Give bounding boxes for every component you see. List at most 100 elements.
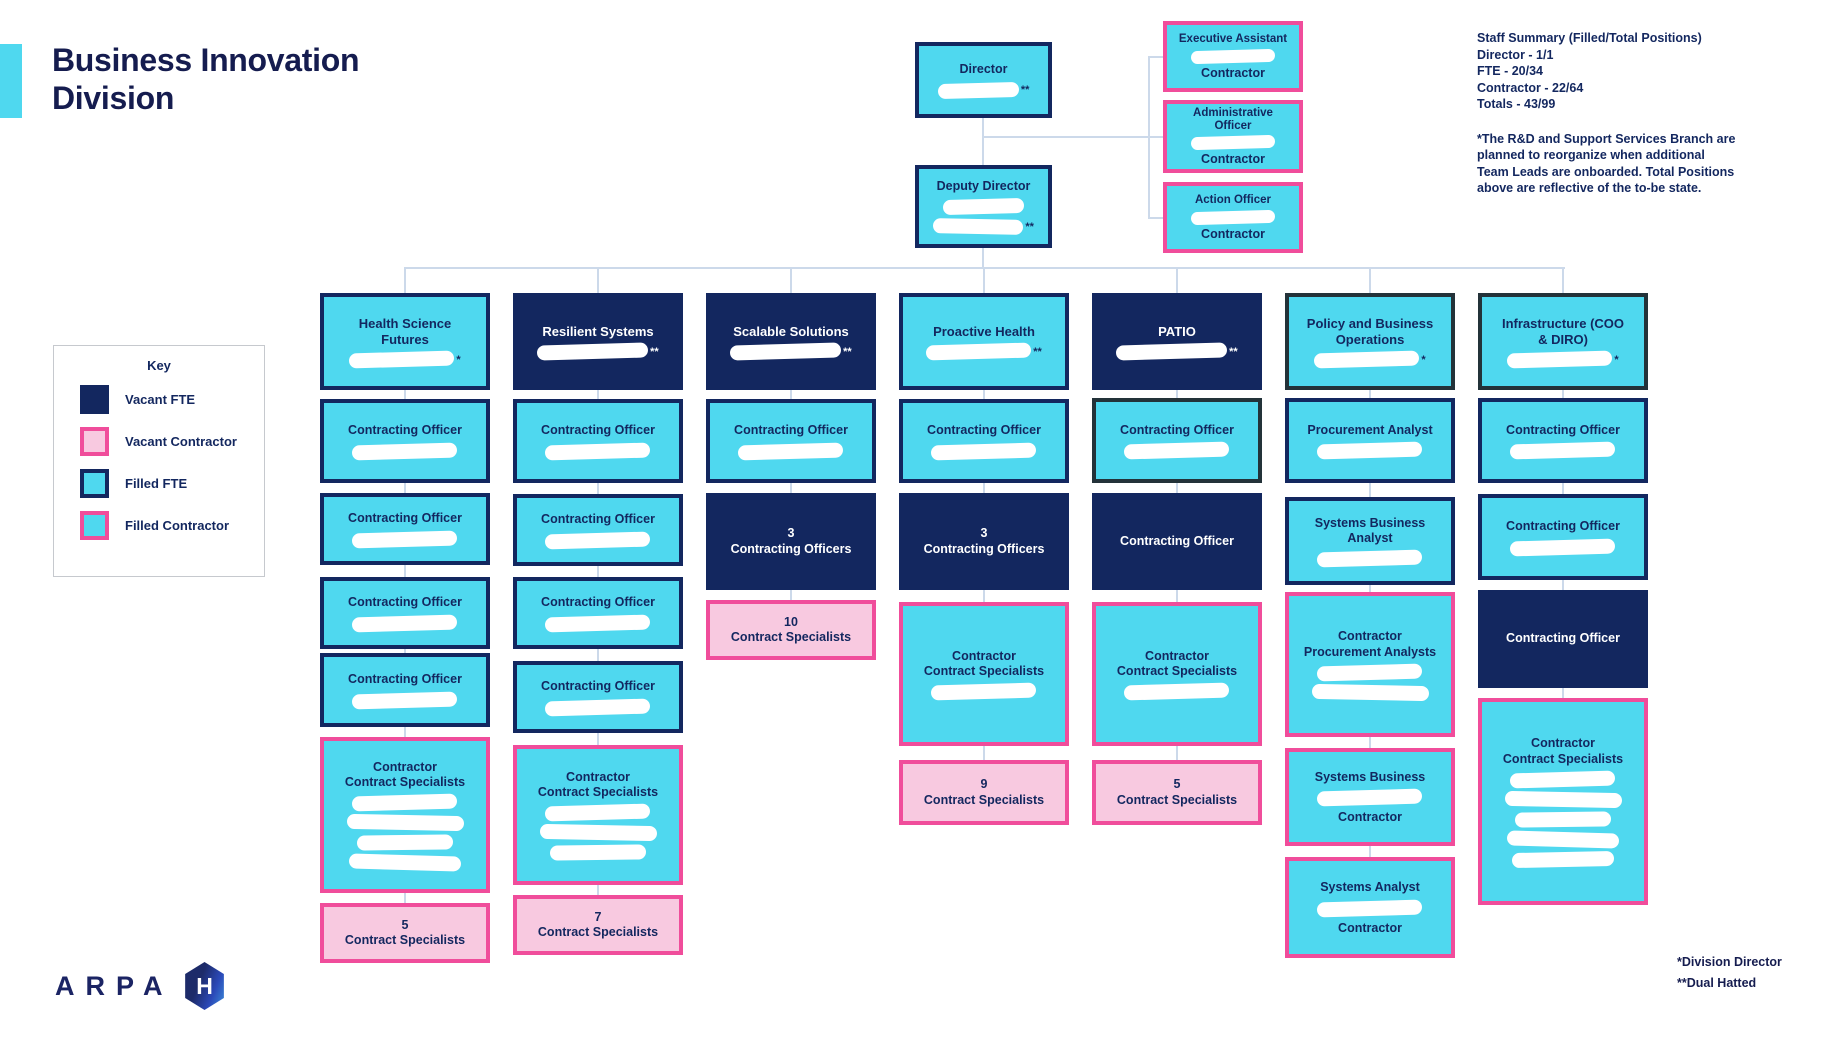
logo-word: ARPA [55,970,174,1001]
redaction-scribble [738,442,844,461]
redacted-name [525,442,671,461]
redaction-scribble [545,803,651,822]
box-title-line: 5 [401,917,409,932]
connector-line [1148,56,1150,219]
box-title: Contracting Officer [541,423,655,438]
legend-label: Vacant FTE [125,392,196,407]
name-suffix: * [456,353,461,366]
box-proactive-health: Proactive Health** [899,293,1069,390]
summary-line: Totals - 43/99 [1477,97,1556,111]
summary-note-line: planned to reorganize when additional [1477,148,1705,162]
redaction-scribble [1191,135,1275,151]
summary-line: Director - 1/1 [1477,47,1554,62]
legend-item-filled-contractor: Filled Contractor [80,511,264,540]
box-patio: PATIO** [1092,293,1262,390]
box-title: Proactive Health [933,324,1035,340]
redacted-name [1175,135,1291,151]
box-title-line: Contract Specialists [344,775,466,789]
legend-item-filled-fte: Filled FTE [80,469,264,498]
legend-label: Filled FTE [125,476,188,491]
box-title: Contracting Officer [927,423,1041,438]
box-title-line: & DIRO) [1538,331,1588,347]
redacted-name [1104,441,1250,460]
page-title: Business Innovation Division [52,42,360,118]
box-title-line: Systems Business [1314,515,1426,530]
redaction-scribble [352,691,458,710]
redacted-name [525,824,671,842]
box-title-line: Systems Business [1314,769,1426,784]
box-title-line: Procurement Analyst [1307,422,1433,437]
redacted-name [927,197,1040,216]
box-title-line: Contract Specialists [537,925,659,939]
redacted-name: ** [927,218,1040,235]
name-suffix: ** [1025,220,1034,233]
connector-line [1148,56,1164,58]
box-title-line: Contracting Officer [541,423,655,438]
box-title: Contracting Officer [348,423,462,438]
box-title-line: Analyst [1347,531,1393,545]
summary-note-line: above are reflective of the to-be state. [1477,181,1702,195]
box-title-line: Deputy Director [936,178,1031,193]
box-title-line: Contracting Officer [348,672,462,687]
redacted-name [332,853,478,872]
redacted-name: ** [927,81,1040,99]
legend-item-vacant-contractor: Vacant Contractor [80,427,264,456]
redacted-name [1297,788,1443,807]
box-title-line: 3 [980,526,988,541]
box-title-line: 10 [784,614,798,629]
box-title: Systems Analyst [1320,880,1420,895]
redacted-name [1175,48,1291,64]
redaction-scribble [932,218,1024,235]
box-title: Contracting Officer [541,679,655,694]
box-title: Contracting Officer [1506,423,1620,438]
box-title-line: Contracting Officer [1120,422,1234,437]
box-title-line: Contracting Officer [541,512,655,527]
box-sublabel: Contractor [1201,226,1265,241]
redacted-name [332,614,478,633]
footnote-line: *Division Director [1677,955,1782,969]
box-resilient-systems: Resilient Systems** [513,293,683,390]
redaction-scribble [1317,663,1423,682]
redacted-name [1490,441,1636,460]
redaction-scribble [545,442,651,461]
redacted-name [911,442,1057,461]
redaction-scribble [925,342,1032,361]
box-contracting-officer: Contracting Officer [320,493,490,565]
box-title-line: Scalable Solutions [733,323,849,339]
redacted-name [332,442,478,461]
name-suffix: * [1421,353,1426,366]
redacted-name: * [1297,350,1443,369]
connector-line [405,267,1565,269]
redaction-scribble [1191,209,1275,225]
legend-item-vacant-fte: Vacant FTE [80,385,264,414]
box-title-line: Proactive Health [933,323,1035,339]
redaction-scribble [352,442,458,461]
box-sublabel: Contractor [1338,810,1402,825]
box-contracting-officer: Contracting Officer [513,577,683,649]
box-title-line: Contractor [1145,648,1209,663]
redacted-name [1490,830,1636,849]
box-infrastructure-coo: Infrastructure (COO& DIRO)* [1478,293,1648,390]
box-contracting-officer: Contracting Officer [1478,494,1648,580]
name-suffix: ** [1020,84,1030,97]
box-title-line: Contractor [373,759,437,774]
box-contracting-officer: Contracting Officer [513,661,683,733]
box-title-line: Procurement Analysts [1303,644,1437,659]
redaction-scribble [730,342,842,361]
box-title-line: Director [959,62,1008,77]
box-title-line: Administrative [1193,106,1273,119]
connector-line [982,136,1163,138]
redacted-name [525,803,671,822]
box-title-line: Contracting Officer [348,511,462,526]
